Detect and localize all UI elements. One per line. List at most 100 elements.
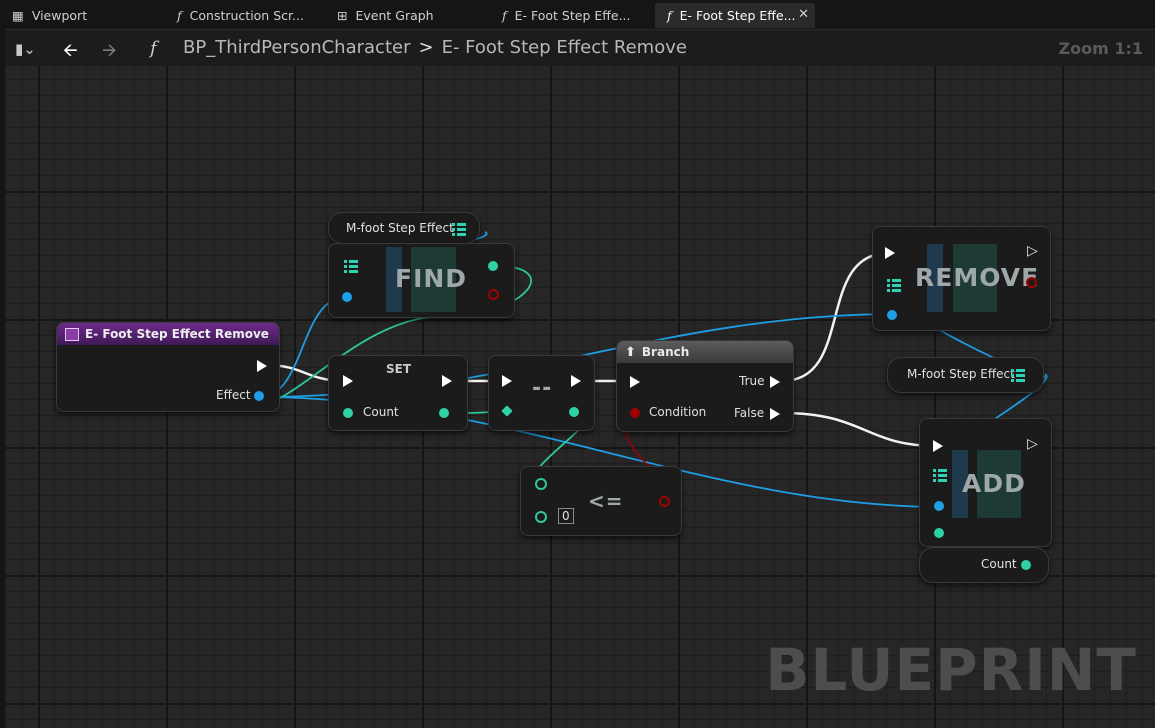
tab-foot-step-effect-add[interactable]: f E- Foot Step Effe... <box>490 3 655 28</box>
exec-out-outline-icon[interactable]: ▷ <box>1027 436 1038 452</box>
tab-label: Viewport <box>31 8 88 23</box>
tab-event-graph[interactable]: ⊞ Event Graph <box>325 3 490 28</box>
add-node[interactable]: ▷ ADD <box>919 418 1052 547</box>
zoom-level: Zoom 1:1 <box>1058 39 1144 58</box>
exec-out-outline-icon: ▷ <box>1027 243 1038 259</box>
close-icon[interactable]: ✕ <box>798 7 809 22</box>
node-title: Branch <box>641 345 690 359</box>
set-node[interactable]: SET Count <box>328 355 468 431</box>
array-icon[interactable] <box>452 223 466 237</box>
exec-in-pin[interactable] <box>630 376 640 388</box>
less-equal-node[interactable]: <= 0 <box>520 466 682 536</box>
breadcrumb-current: E- Foot Step Effect Remove <box>441 37 687 58</box>
item-pin[interactable] <box>887 310 897 320</box>
tab-label: Construction Scr... <box>189 8 304 23</box>
getter-label: Count <box>981 557 1017 571</box>
array-tint <box>411 247 456 312</box>
count-pin-label: Count <box>363 405 399 419</box>
count-out-pin[interactable] <box>1021 560 1031 570</box>
node-header: E- Foot Step Effect Remove <box>57 323 279 345</box>
condition-pin-label: Condition <box>649 405 707 419</box>
node-title: <= <box>588 489 624 513</box>
false-exec-pin[interactable] <box>770 408 780 420</box>
index-out-pin[interactable] <box>488 261 498 271</box>
false-pin-label: False <box>734 406 765 420</box>
item-pin[interactable] <box>934 501 944 511</box>
remove-node[interactable]: ▷ REMOVE <box>872 226 1051 331</box>
removed-out-pin[interactable] <box>1026 277 1037 288</box>
exec-in-pin[interactable] <box>933 440 943 452</box>
function-icon: f <box>667 8 672 23</box>
b-in-pin[interactable] <box>535 511 547 523</box>
function-icon: f <box>150 38 157 59</box>
array-tint <box>386 247 402 312</box>
array-icon <box>887 279 901 293</box>
bookmark-icon[interactable]: ▮⌄ <box>15 40 36 58</box>
exec-out-pin[interactable] <box>257 360 267 372</box>
forward-arrow-icon[interactable]: 🡪 <box>102 40 117 61</box>
function-entry-node[interactable]: E- Foot Step Effect Remove Effect <box>56 322 280 412</box>
array-icon[interactable] <box>1011 369 1025 383</box>
variable-getter-node[interactable]: M-foot Step Effect <box>887 357 1044 393</box>
effect-pin[interactable] <box>254 391 264 401</box>
node-title: REMOVE <box>915 263 1040 292</box>
branch-node[interactable]: ⬆ Branch True Condition False <box>616 340 794 432</box>
array-tint <box>952 450 968 518</box>
exec-in-pin[interactable] <box>502 375 512 387</box>
viewport-icon: ▦ <box>12 8 24 23</box>
true-pin-label: True <box>739 374 765 388</box>
b-value-input[interactable]: 0 <box>558 508 574 524</box>
breadcrumb-root[interactable]: BP_ThirdPersonCharacter <box>183 37 411 58</box>
function-entry-icon <box>65 327 79 341</box>
tab-construction-script[interactable]: f Construction Scr... <box>165 3 325 28</box>
tab-label: Event Graph <box>355 8 434 23</box>
count-getter-node[interactable]: Count <box>919 547 1049 583</box>
branch-icon: ⬆ <box>625 344 636 360</box>
getter-label: M-foot Step Effect <box>346 221 454 235</box>
array-tint <box>953 244 997 312</box>
variable-getter-node[interactable]: M-foot Step Effect <box>328 212 480 244</box>
array-tint <box>927 244 943 312</box>
event-graph-icon: ⊞ <box>337 8 348 23</box>
count-in-pin[interactable] <box>343 408 353 418</box>
breadcrumb: BP_ThirdPersonCharacter > E- Foot Step E… <box>183 37 687 58</box>
integer-in-pin[interactable] <box>501 405 513 417</box>
tab-viewport[interactable]: ▦ Viewport <box>0 3 165 28</box>
node-title: ADD <box>962 469 1026 498</box>
true-exec-pin[interactable] <box>770 376 780 388</box>
item-pin[interactable] <box>342 292 352 302</box>
exec-in-pin[interactable] <box>885 247 895 259</box>
tab-foot-step-effect-remove[interactable]: f E- Foot Step Effe... ✕ <box>655 3 815 28</box>
tab-label: E- Foot Step Effe... <box>514 8 631 23</box>
blueprint-watermark: BLUEPRINT <box>765 636 1137 704</box>
graph-canvas[interactable]: E- Foot Step Effect Remove Effect M-foot… <box>5 66 1155 728</box>
found-out-pin[interactable] <box>488 289 499 300</box>
graph-toolbar: ▮⌄ 🡨 🡪 f BP_ThirdPersonCharacter > E- Fo… <box>5 29 1155 67</box>
function-icon: f <box>177 8 182 23</box>
integer-out-pin[interactable] <box>569 407 579 417</box>
function-icon: f <box>502 8 507 23</box>
count-out-pin[interactable] <box>439 408 449 418</box>
effect-pin-label: Effect <box>216 388 251 402</box>
node-title: E- Foot Step Effect Remove <box>85 327 269 341</box>
decrement-node[interactable]: -- <box>488 355 595 431</box>
exec-wire <box>781 251 890 383</box>
getter-label: M-foot Step Effect <box>907 367 1015 381</box>
tab-bar: ▦ Viewport f Construction Scr... ⊞ Event… <box>0 0 1155 29</box>
exec-out-pin[interactable] <box>571 375 581 387</box>
condition-pin[interactable] <box>630 408 640 418</box>
a-in-pin[interactable] <box>535 478 547 490</box>
result-out-pin[interactable] <box>659 496 670 507</box>
exec-out-pin[interactable] <box>442 375 452 387</box>
index-out-pin[interactable] <box>934 528 944 538</box>
find-node[interactable]: FIND <box>328 243 515 318</box>
breadcrumb-separator: > <box>418 37 434 58</box>
exec-in-pin[interactable] <box>343 375 353 387</box>
node-title: SET <box>386 362 412 376</box>
array-tint <box>977 450 1021 518</box>
array-icon <box>344 260 358 274</box>
back-arrow-icon[interactable]: 🡨 <box>63 40 78 61</box>
node-title: -- <box>532 376 553 401</box>
node-title: FIND <box>395 264 468 293</box>
exec-wire <box>781 411 938 448</box>
